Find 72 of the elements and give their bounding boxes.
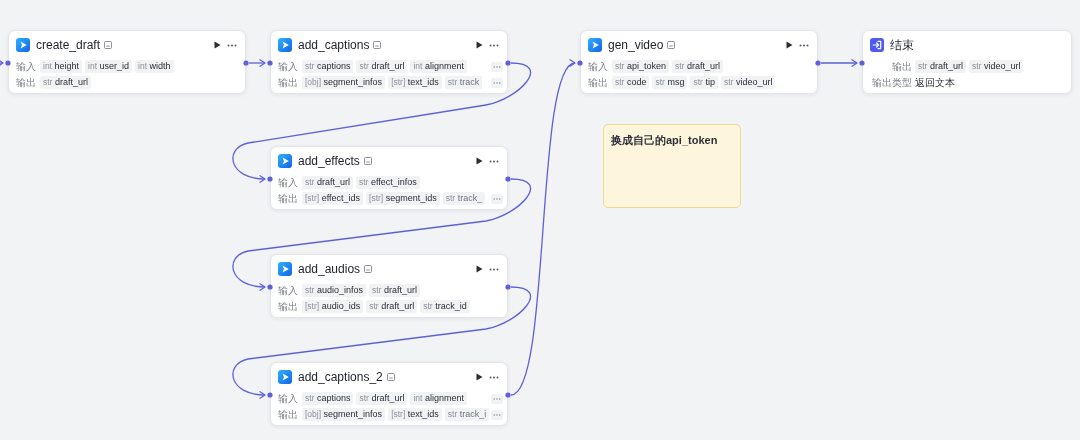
row-label: 输入 [16,60,37,73]
param-tag: str video_url [969,60,1024,73]
row-label: 输出 [278,76,299,89]
param-tag: [obj] segment_infos [302,408,386,421]
param-tag: str captions [302,392,354,405]
node-title: add_captions_2 [298,369,383,385]
arrow [820,59,858,67]
param-tag: str track [444,76,483,89]
param-tag: [obj] segment_infos [302,76,386,89]
arrow [232,62,532,183]
node-title: add_audios [298,261,361,277]
node-title: add_captions [298,37,370,53]
param-tag: str audio_infos [302,284,366,297]
param-tag: str track_id [420,300,470,313]
param-tag: str draft_url [915,60,966,73]
param-tag: [str] segment_ids [366,192,440,205]
param-tag: str track_i [444,408,490,421]
param-tag: str draft_url [356,392,408,405]
row-label: 输出 [16,76,37,89]
row-label: 输入 [278,60,299,73]
node-card [580,30,818,94]
param-tag: int alignment [410,392,467,405]
node-title: 结束 [890,37,914,53]
param-tag: str msg [652,76,688,89]
node-card [270,254,508,318]
node-title: add_effects [298,153,360,169]
row-label: 输出类型 [871,76,912,89]
node-title: create_draft [36,37,101,53]
node-card [8,30,246,94]
param-tag: str video_url [720,76,776,89]
param-tag: [str] text_ids [388,408,442,421]
row-label: 输入 [278,176,299,189]
node-card [270,30,508,94]
row-label: 输出 [278,408,299,421]
param-tag: [str] text_ids [388,76,442,89]
row-label: 输出 [278,192,299,205]
param-tag: str effect_infos [356,176,420,189]
node-card [270,146,508,210]
param-tag: [str] effect_ids [302,192,364,205]
row-label: 输出 [891,60,912,73]
param-tag: str track_ [442,192,486,205]
param-tag: str code [612,76,650,89]
note-text: 换成自己的api_token [611,133,718,148]
node-title: gen_video [608,37,664,53]
param-tag: str draft_url [672,60,723,73]
node-card [270,362,508,426]
row-label: 输入 [278,392,299,405]
param-tag: [str] audio_ids [302,300,364,313]
row-label: 输出 [278,300,299,313]
param-tag: str draft_url [302,176,353,189]
arrow [232,178,532,291]
row-value: 返回文本 [915,76,955,89]
param-tag: str draft_url [369,284,420,297]
param-tag: int alignment [410,60,467,73]
param-tag: int width [135,60,174,73]
param-tag: str tip [690,76,718,89]
node-card [862,30,1072,94]
sticky-note [603,124,741,208]
param-tag: str draft_url [366,300,418,313]
param-tag: str draft_url [40,76,91,89]
arrow [0,59,4,67]
arrow [510,62,576,396]
row-label: 输入 [278,284,299,297]
row-label: 输入 [588,60,609,73]
param-tag: int height [40,60,82,73]
row-label: 输出 [588,76,609,89]
arrow [248,59,266,67]
param-tag: str captions [302,60,354,73]
arrow [232,286,532,399]
param-tag: str draft_url [356,60,408,73]
param-tag: str api_token [612,60,669,73]
param-tag: int user_id [85,60,133,73]
